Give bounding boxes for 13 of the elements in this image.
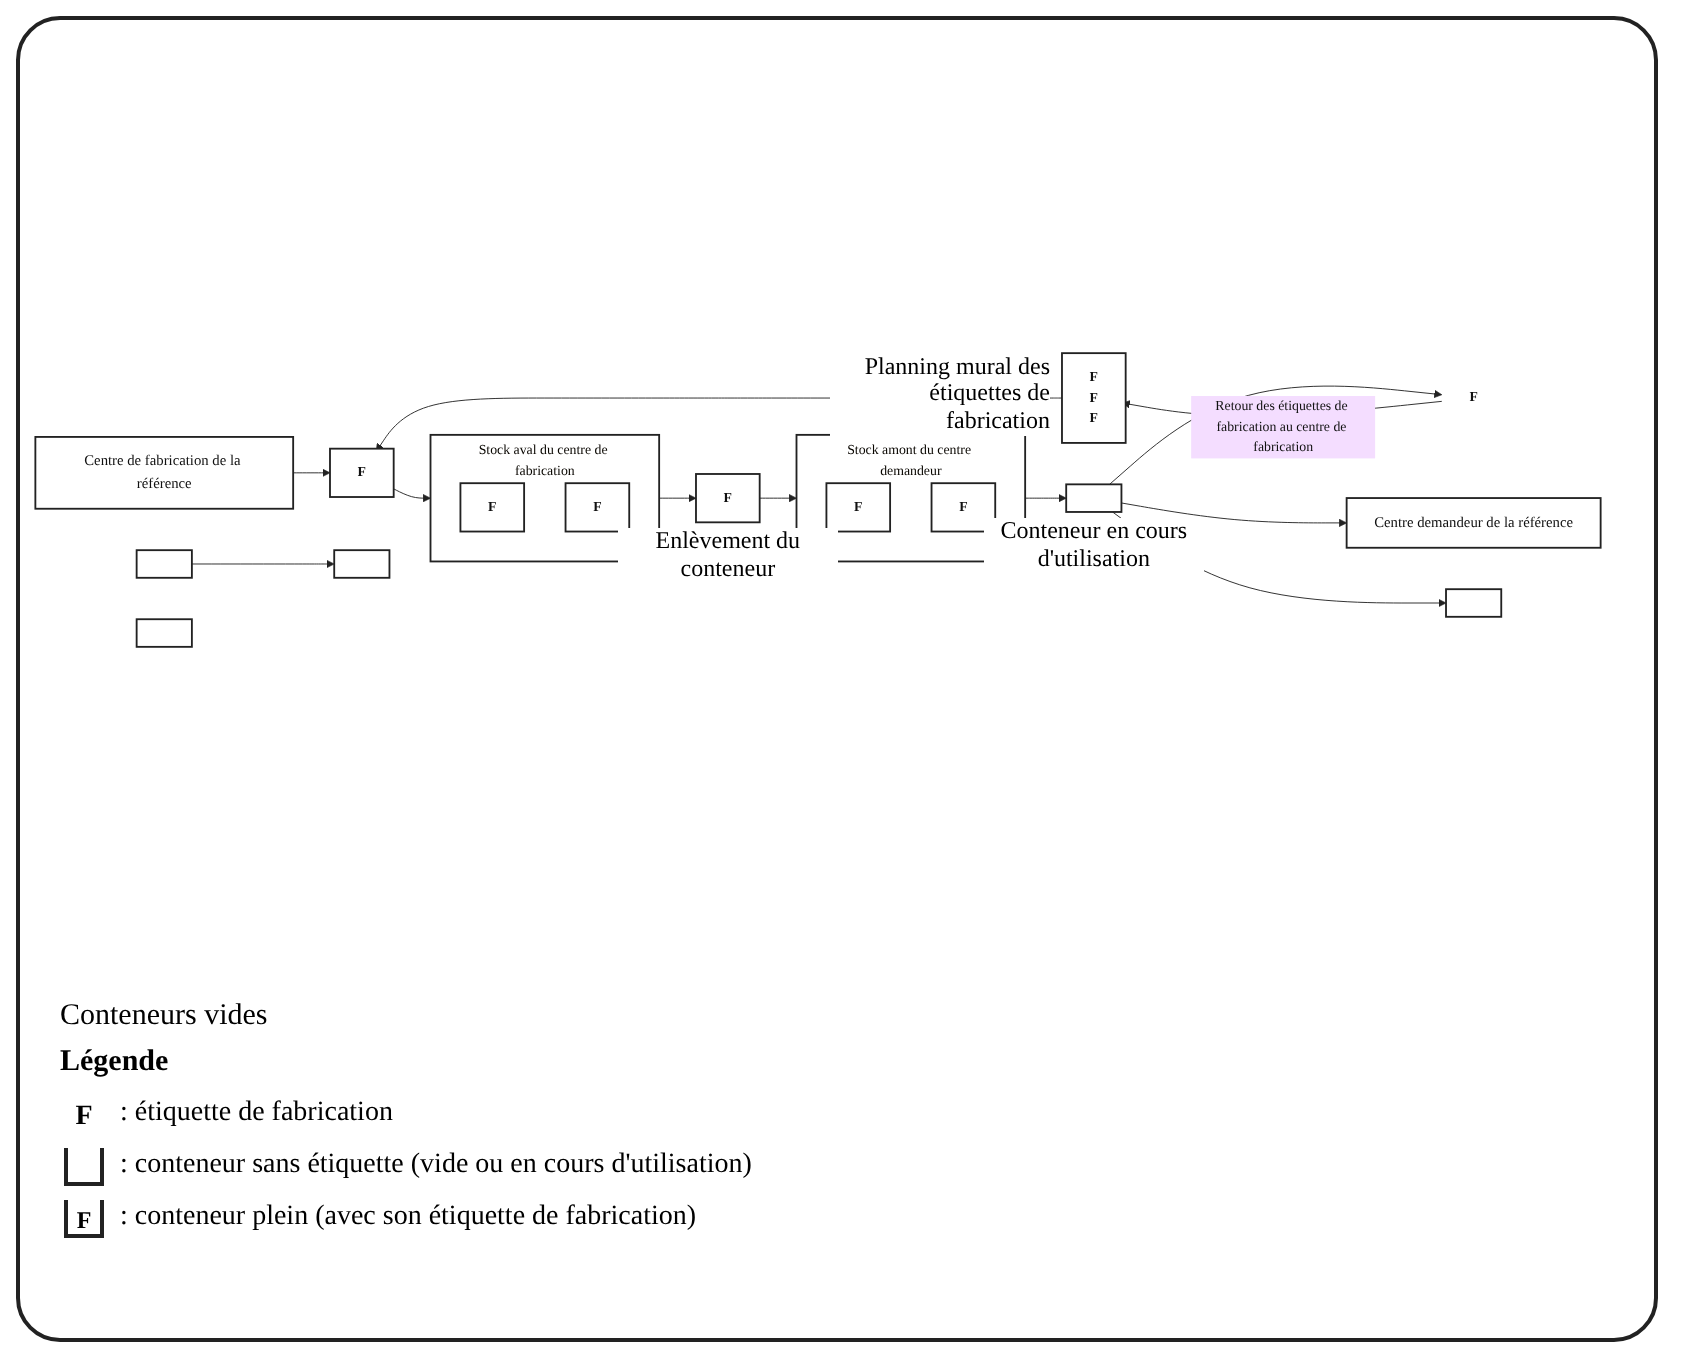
- node-caption: Planning mural des étiquettes de fabrication: [829, 353, 1050, 436]
- node-box: [135, 618, 193, 648]
- node-box: [1065, 483, 1123, 513]
- legend-title: Légende: [60, 1046, 171, 1080]
- legend-text: : conteneur sans étiquette (vide ou en cours d'utilisation): [120, 1150, 752, 1182]
- node-box: [135, 549, 193, 579]
- caption-text: Conteneurs vides: [60, 1000, 270, 1034]
- legend-text: : étiquette de fabrication: [120, 1098, 393, 1130]
- label-symbol: F: [60, 1092, 108, 1136]
- node-box: [1445, 588, 1503, 618]
- node-box: [333, 549, 391, 579]
- node-caption: Conteneur en cours d'utilisation: [983, 517, 1204, 574]
- legend-text: : conteneur plein (avec son étiquette de fabrication): [120, 1202, 697, 1234]
